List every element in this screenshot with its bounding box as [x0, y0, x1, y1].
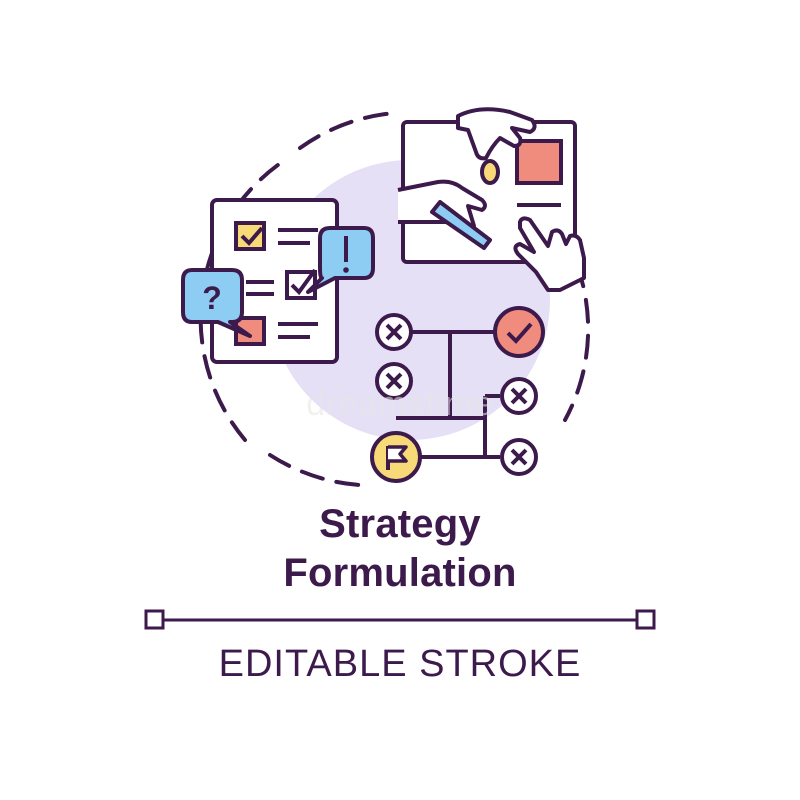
cross-circle-icon: [500, 377, 538, 415]
cross-circle-icon: [500, 438, 538, 476]
hands-drawing-board-icon: [397, 107, 586, 292]
stroke-handle-left: [144, 609, 165, 630]
title-line-2: Formulation: [283, 551, 517, 595]
cross-circle-icon: [375, 362, 413, 400]
exclamation-bubble-icon: [306, 226, 375, 294]
subtitle-editable-stroke: EDITABLE STROKE: [218, 643, 582, 685]
checklist-document-icon: [210, 198, 339, 364]
title-line-1: Strategy: [319, 502, 481, 546]
watermark-text: dreamstime: [306, 385, 494, 423]
cross-circle-icon: [375, 313, 413, 351]
stroke-handle-right: [635, 609, 656, 630]
editable-stroke-line: [144, 609, 656, 630]
svg-text:?: ?: [202, 280, 222, 316]
checkmark-circle-icon: [493, 306, 545, 358]
decision-tree-icon: [370, 306, 545, 483]
flag-icon: [370, 431, 422, 483]
question-bubble-icon: ?: [181, 268, 252, 338]
